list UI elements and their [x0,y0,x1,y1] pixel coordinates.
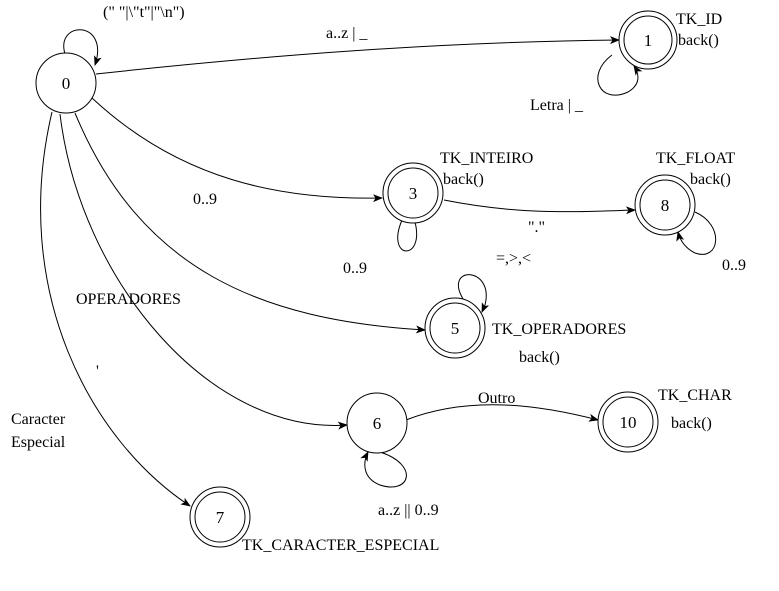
token-inteiro-action: back() [443,171,484,188]
label-3-8: "." [528,219,545,236]
edge-3-self [397,209,418,252]
label-0-self: (" "|\"t"|"\n") [103,4,185,21]
token-float-name: TK_FLOAT [656,150,735,167]
token-char-name: TK_CHAR [658,387,732,404]
state-7-label: 7 [216,508,225,527]
edge-3-8 [443,199,636,215]
token-operadores-action: back() [519,349,560,366]
edge-0-1 [95,36,620,75]
label-6-self: a..z || 0..9 [378,502,439,519]
state-7: 7 [189,486,251,548]
token-id-action: back() [678,32,719,49]
state-5: 5 [424,297,486,359]
token-id-name: TK_ID [676,11,722,28]
edge-0-7 [40,111,191,507]
edge-6-10 [405,404,599,422]
label-0-7-line1: Caracter [11,411,66,428]
state-10: 10 [597,391,659,453]
edge-0-5 [74,112,426,334]
state-3: 3 [382,162,444,224]
label-8-self: 0..9 [722,257,746,274]
label-6-10: Outro [478,390,515,407]
state-6-label: 6 [373,414,382,433]
state-0: 0 [35,52,97,114]
label-0-6: ' [96,363,99,380]
token-char-action: back() [671,415,712,432]
label-0-5: OPERADORES [76,291,181,308]
label-5-self: =,>,< [496,250,531,267]
label-0-7-line2: Especial [11,434,66,451]
label-1-self: Letra | _ [530,97,584,114]
edge-0-self [63,29,102,66]
state-8: 8 [634,174,696,236]
state-5-label: 5 [451,319,460,338]
token-especial-name: TK_CARACTER_ESPECIAL [242,537,439,554]
state-8-label: 8 [661,196,670,215]
label-3-self: 0..9 [343,260,367,277]
label-0-1: a..z | _ [326,25,368,42]
token-inteiro-name: TK_INTEIRO [440,150,533,167]
token-operadores-name: TK_OPERADORES [492,321,626,338]
edge-0-3 [91,97,383,203]
state-6: 6 [346,392,408,454]
label-0-3: 0..9 [193,191,217,208]
state-1-label: 1 [644,31,653,50]
token-float-action: back() [690,171,731,188]
edge-0-6 [59,113,348,430]
state-3-label: 3 [409,184,418,203]
edge-5-self [457,274,490,313]
edge-1-self [597,54,643,96]
edge-6-self [360,451,407,488]
edge-8-self [676,211,717,255]
state-0-label: 0 [62,74,71,93]
state-10-label: 10 [620,413,637,432]
state-1: 1 [618,10,678,70]
